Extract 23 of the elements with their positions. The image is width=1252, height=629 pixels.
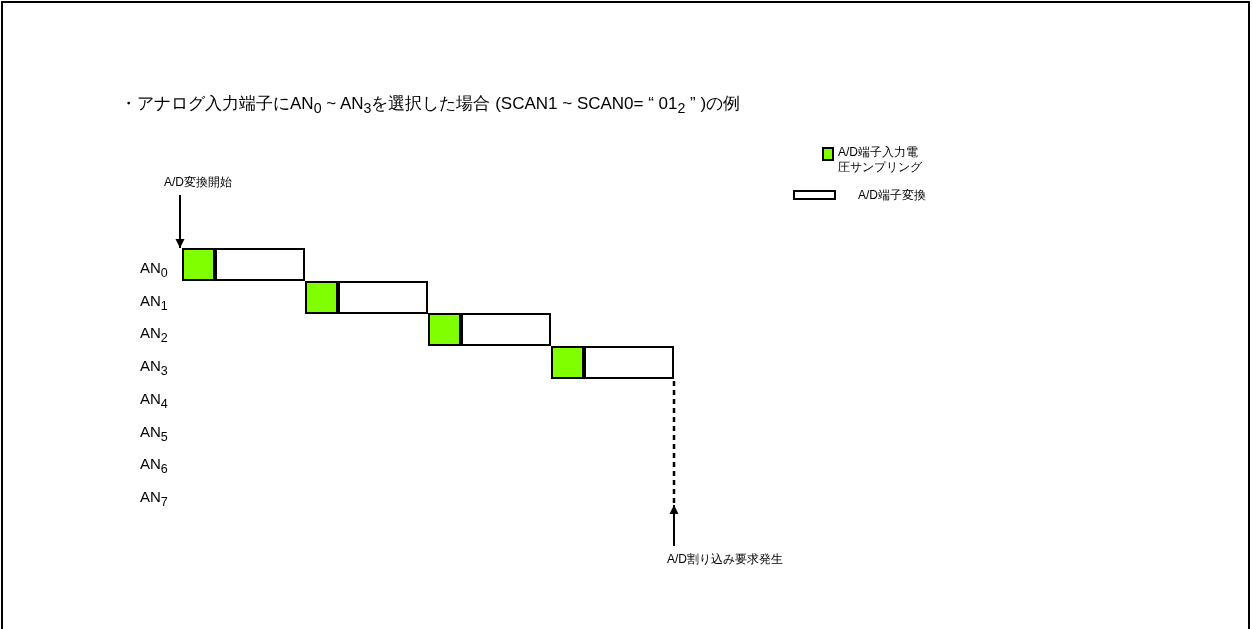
row-label: AN$_{3}$ — [140, 357, 168, 379]
sampling-box — [551, 346, 584, 380]
sampling-box — [428, 313, 461, 347]
legend-text: A/D端子入力電圧サンプリング — [838, 145, 922, 175]
row-label: AN$_{5}$ — [140, 422, 168, 444]
sampling-box — [305, 280, 338, 314]
row-label: AN$_{0}$ — [140, 259, 168, 280]
conversion-box — [215, 248, 305, 281]
row-label: AN$_{4}$ — [140, 389, 168, 411]
row-label: AN$_{1}$ — [140, 291, 168, 313]
sampling-box — [182, 248, 215, 281]
row-label: AN$_{7}$ — [140, 487, 168, 509]
arrow — [669, 504, 679, 547]
legend-text: A/D端子変換 — [858, 188, 927, 203]
start-label: A/D変換開始 — [164, 174, 232, 191]
conversion-box — [338, 280, 428, 314]
conversion-box — [584, 346, 674, 380]
interrupt-label: A/D割り込み要求発生 — [667, 551, 783, 568]
row-label: AN$_{2}$ — [140, 324, 168, 346]
arrow — [175, 194, 185, 249]
conversion-box — [461, 313, 551, 347]
row-label: AN$_{6}$ — [140, 455, 168, 477]
title-text: ・アナログ入力端子にAN$_{0}$ ~ AN$_{3}$を選択した場合 (SCAN1 ~ SCAN0= “ 01$_{2}$ ” )の例 — [120, 93, 741, 117]
